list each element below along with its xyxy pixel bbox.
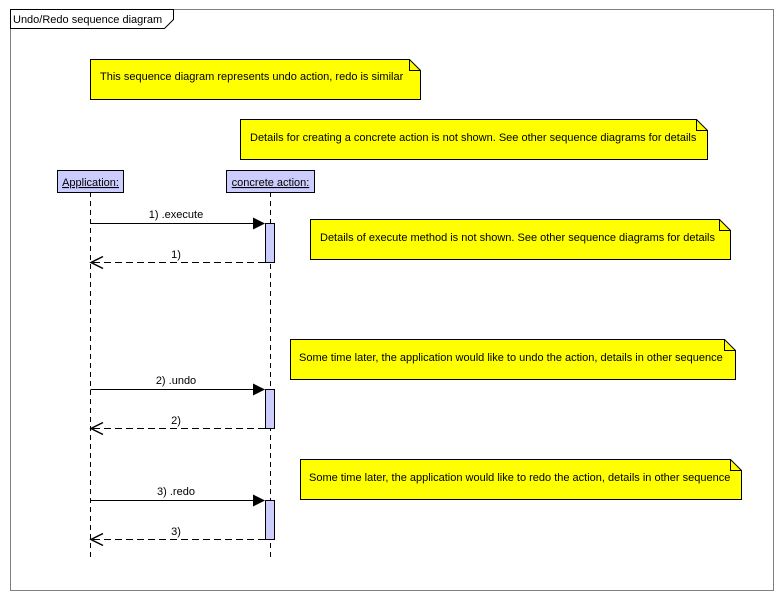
note-creation-details[interactable]: Details for creating a concrete action i… bbox=[240, 119, 708, 160]
lifeline-concrete-action-box bbox=[226, 170, 315, 193]
lifeline-concrete-action-name: concrete action: bbox=[232, 177, 310, 189]
lifeline-application-name: Application: bbox=[62, 177, 119, 189]
note-undo-later-text: Some time later, the application would l… bbox=[299, 352, 723, 364]
activation-bar-execute bbox=[265, 223, 275, 263]
message-undo-arrowhead bbox=[253, 383, 265, 396]
note-creation-details-text: Details for creating a concrete action i… bbox=[250, 132, 697, 144]
message-execute[interactable]: 1) .execute bbox=[90, 209, 266, 230]
note-redo-later-body bbox=[300, 459, 742, 500]
message-execute-arrowhead bbox=[253, 217, 265, 230]
message-execute-label: 1) .execute bbox=[149, 209, 203, 221]
activation-bar-redo bbox=[265, 500, 275, 540]
note-redo-later[interactable]: Some time later, the application would l… bbox=[300, 459, 742, 500]
message-execute-return-arrowhead bbox=[89, 255, 104, 270]
message-undo-label: 2) .undo bbox=[156, 375, 196, 387]
note-creation-details-fold bbox=[696, 119, 708, 131]
message-undo-return-label: 2) bbox=[171, 415, 181, 427]
note-undo-later[interactable]: Some time later, the application would l… bbox=[290, 339, 736, 380]
message-redo-arrowhead bbox=[253, 494, 265, 507]
note-undo-later-fold bbox=[724, 339, 736, 351]
note-execute-details[interactable]: Details of execute method is not shown. … bbox=[310, 219, 731, 260]
note-undo-overview-body bbox=[90, 59, 421, 100]
lifeline-concrete-action[interactable]: concrete action: bbox=[226, 170, 315, 193]
lifeline-application-box bbox=[57, 170, 124, 193]
message-execute-return[interactable]: 1) bbox=[89, 249, 265, 270]
message-redo-label: 3) .redo bbox=[157, 486, 195, 498]
note-execute-details-body bbox=[310, 219, 731, 260]
message-redo[interactable]: 3) .redo bbox=[90, 486, 266, 507]
frame-title-tab bbox=[10, 9, 174, 29]
note-redo-later-fold bbox=[730, 459, 742, 471]
note-undo-overview-fold bbox=[409, 59, 421, 71]
note-undo-overview-text: This sequence diagram represents undo ac… bbox=[100, 71, 404, 83]
message-execute-return-label: 1) bbox=[171, 249, 181, 261]
frame-title: Undo/Redo sequence diagram bbox=[13, 14, 162, 26]
message-undo-return-arrowhead bbox=[89, 421, 104, 436]
message-redo-return-label: 3) bbox=[171, 526, 181, 538]
note-redo-later-text: Some time later, the application would l… bbox=[309, 472, 730, 484]
message-undo-return[interactable]: 2) bbox=[89, 415, 265, 436]
lifeline-application[interactable]: Application: bbox=[57, 170, 124, 193]
message-redo-return[interactable]: 3) bbox=[89, 526, 265, 547]
note-creation-details-body bbox=[240, 119, 708, 160]
note-execute-details-text: Details of execute method is not shown. … bbox=[320, 232, 716, 244]
activation-bar-undo bbox=[265, 389, 275, 429]
note-undo-later-body bbox=[290, 339, 736, 380]
message-undo[interactable]: 2) .undo bbox=[90, 375, 266, 396]
note-undo-overview[interactable]: This sequence diagram represents undo ac… bbox=[90, 59, 421, 100]
message-redo-return-arrowhead bbox=[89, 532, 104, 547]
note-execute-details-fold bbox=[719, 219, 731, 231]
